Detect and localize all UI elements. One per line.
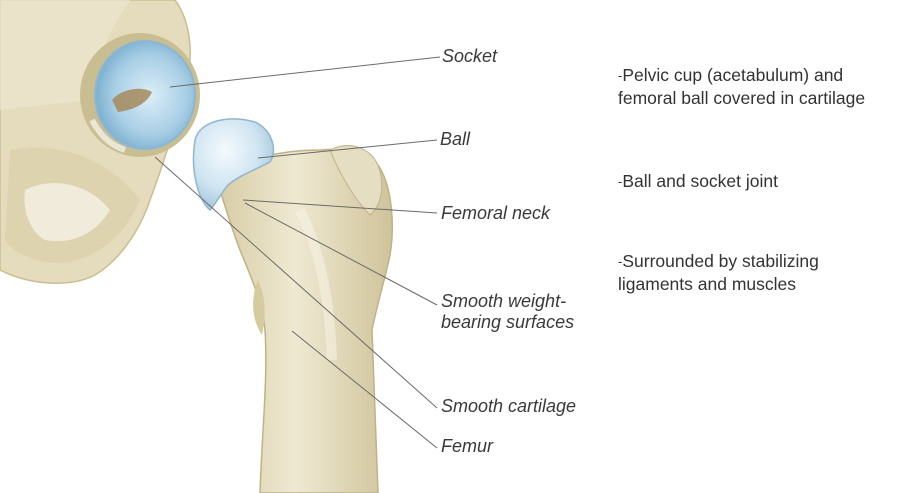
label-smooth-weight-line2: bearing surfaces <box>441 312 574 332</box>
label-femur: Femur <box>441 436 493 457</box>
label-femoral-neck: Femoral neck <box>441 203 550 224</box>
bullet-item: -Surrounded by stabilizing ligaments and… <box>618 250 898 295</box>
bullet-text: Pelvic cup (acetabulum) and femoral ball… <box>618 65 865 108</box>
label-ball: Ball <box>440 129 470 150</box>
bullet-item: -Pelvic cup (acetabulum) and femoral bal… <box>618 64 898 109</box>
label-smooth-weight-line1: Smooth weight- <box>441 291 566 311</box>
acetabulum-socket <box>80 33 200 157</box>
femur-bone <box>215 146 392 493</box>
bullet-text: Ball and socket joint <box>622 171 778 191</box>
label-socket: Socket <box>442 46 497 67</box>
bullet-text: Surrounded by stabilizing ligaments and … <box>618 251 819 294</box>
label-smooth-weight-bearing: Smooth weight- bearing surfaces <box>441 291 611 333</box>
label-smooth-cartilage: Smooth cartilage <box>441 396 576 417</box>
socket-leader-line <box>170 57 440 87</box>
bullet-item: -Ball and socket joint <box>618 170 898 193</box>
